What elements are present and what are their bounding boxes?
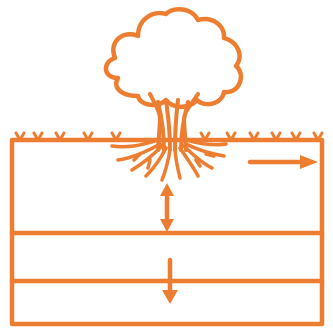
double-arrow-icon [160,183,174,232]
tree-icon [106,9,241,107]
right-arrow-icon [250,155,318,169]
